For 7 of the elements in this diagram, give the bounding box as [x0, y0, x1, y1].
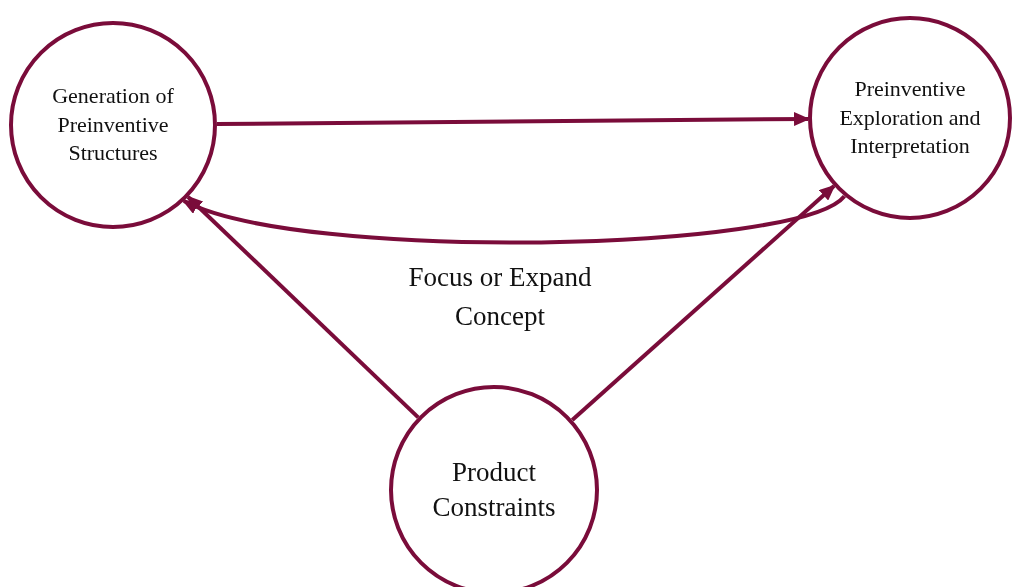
arrow — [182, 194, 846, 245]
arrow — [186, 195, 420, 419]
node-label: Preinventive Exploration and Interpretation — [838, 75, 982, 161]
node-label: Generation of Preinventive Structures — [51, 82, 175, 168]
arrow — [217, 112, 810, 127]
arrow — [570, 184, 836, 422]
node-label: Product Constraints — [431, 455, 557, 524]
